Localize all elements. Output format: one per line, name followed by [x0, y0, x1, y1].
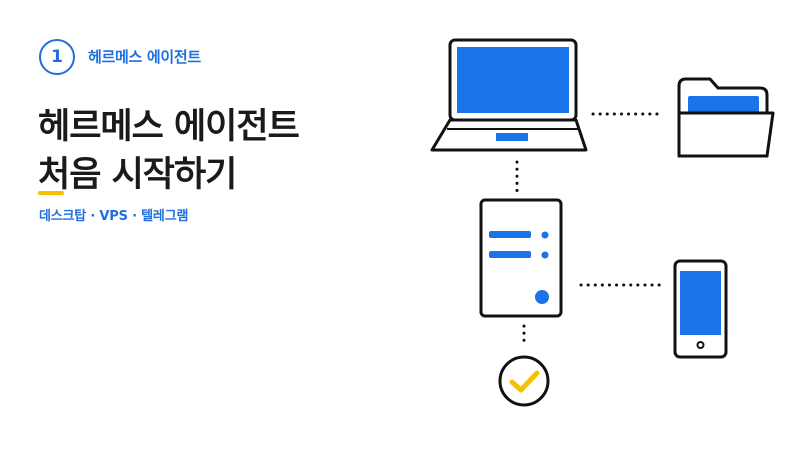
folder-icon: [677, 77, 775, 158]
laptop-icon: [430, 38, 588, 152]
title-line-2: 처음 시작하기: [38, 155, 237, 195]
check-circle-icon: [498, 355, 550, 407]
server-icon: [479, 198, 563, 318]
title-accent-underline: [38, 191, 64, 195]
step-number: 1: [51, 47, 63, 67]
page-title: 헤르메스 에이전트 처음 시작하기: [38, 103, 300, 199]
subtitle: 데스크탑 · VPS · 텔레그램: [39, 209, 189, 224]
step-number-badge: 1: [39, 39, 75, 75]
smartphone-icon: [673, 259, 728, 359]
connectors: [515, 112, 664, 347]
step-label: 헤르메스 에이전트: [88, 48, 201, 66]
title-line-1: 헤르메스 에이전트: [38, 107, 300, 147]
